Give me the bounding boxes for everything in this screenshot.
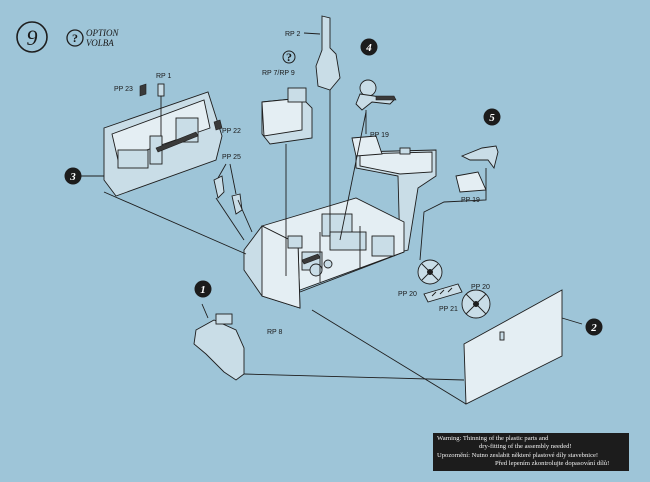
rp7-rp9-part: ? RP 7/RP 9	[261, 50, 313, 276]
part-2-panel	[463, 289, 583, 405]
volba-label: VOLBA	[86, 38, 114, 48]
badge-3: 3	[64, 167, 82, 185]
badge-4: 4	[360, 38, 378, 56]
step-number: 9	[16, 21, 48, 53]
warning-line-4: Před lepením zkontrolujte dopasování díl…	[495, 460, 610, 468]
pp20-a-label: PP 20	[398, 291, 417, 298]
svg-text:4: 4	[365, 42, 372, 54]
warning-line-2: dry-fitting of the assembly needed!	[479, 443, 572, 451]
part-1-piece	[193, 313, 465, 381]
warning-box: Warning: Thinning of the plastic parts a…	[433, 433, 629, 471]
step-number-text: 9	[27, 25, 38, 50]
svg-text:?: ?	[72, 31, 78, 45]
badge-1: 1	[194, 280, 212, 298]
rp7-question-icon: ?	[282, 50, 296, 64]
svg-text:5: 5	[489, 112, 495, 124]
warning-line-1: Warning: Thinning of the plastic parts a…	[437, 435, 549, 442]
pp23-label: PP 23	[114, 86, 133, 93]
svg-text:3: 3	[69, 171, 76, 183]
rp2-part: RP 2	[285, 15, 341, 236]
option-label: OPTION	[86, 28, 119, 38]
main-hull-assembly	[243, 147, 437, 309]
badge-2: 2	[585, 318, 603, 336]
rp2-label: RP 2	[285, 31, 301, 38]
part-4-figure: PP 19	[339, 79, 397, 241]
pp22-label: PP 22	[222, 128, 241, 135]
pp20-b-label: PP 20	[471, 284, 490, 291]
wheel-parts: PP 20 PP 20 PP 21	[398, 259, 491, 319]
badge-5: 5	[483, 108, 501, 126]
pp25-parts: PP 25	[213, 154, 243, 215]
pp25-label: PP 25	[222, 154, 241, 161]
pp21-label: PP 21	[439, 306, 458, 313]
part-5-assembly: PP 19	[419, 145, 499, 261]
rp1-label: RP 1	[156, 73, 172, 80]
option-marker: ? OPTION VOLBA	[66, 28, 119, 48]
warning-line-3: Upozornění: Nutno zeslabit některé plast…	[437, 451, 599, 459]
guide-lines	[76, 175, 467, 405]
rp8-label: RP 8	[267, 329, 283, 336]
pp19-a-label: PP 19	[370, 132, 389, 139]
svg-text:2: 2	[590, 322, 597, 334]
rp7-rp9-label: RP 7/RP 9	[262, 70, 295, 77]
svg-text:?: ?	[286, 50, 292, 64]
svg-text:1: 1	[200, 284, 206, 296]
option-question-icon: ?	[66, 29, 84, 47]
side-door-assembly: RP 1 PP 23 PP 22	[103, 73, 241, 197]
